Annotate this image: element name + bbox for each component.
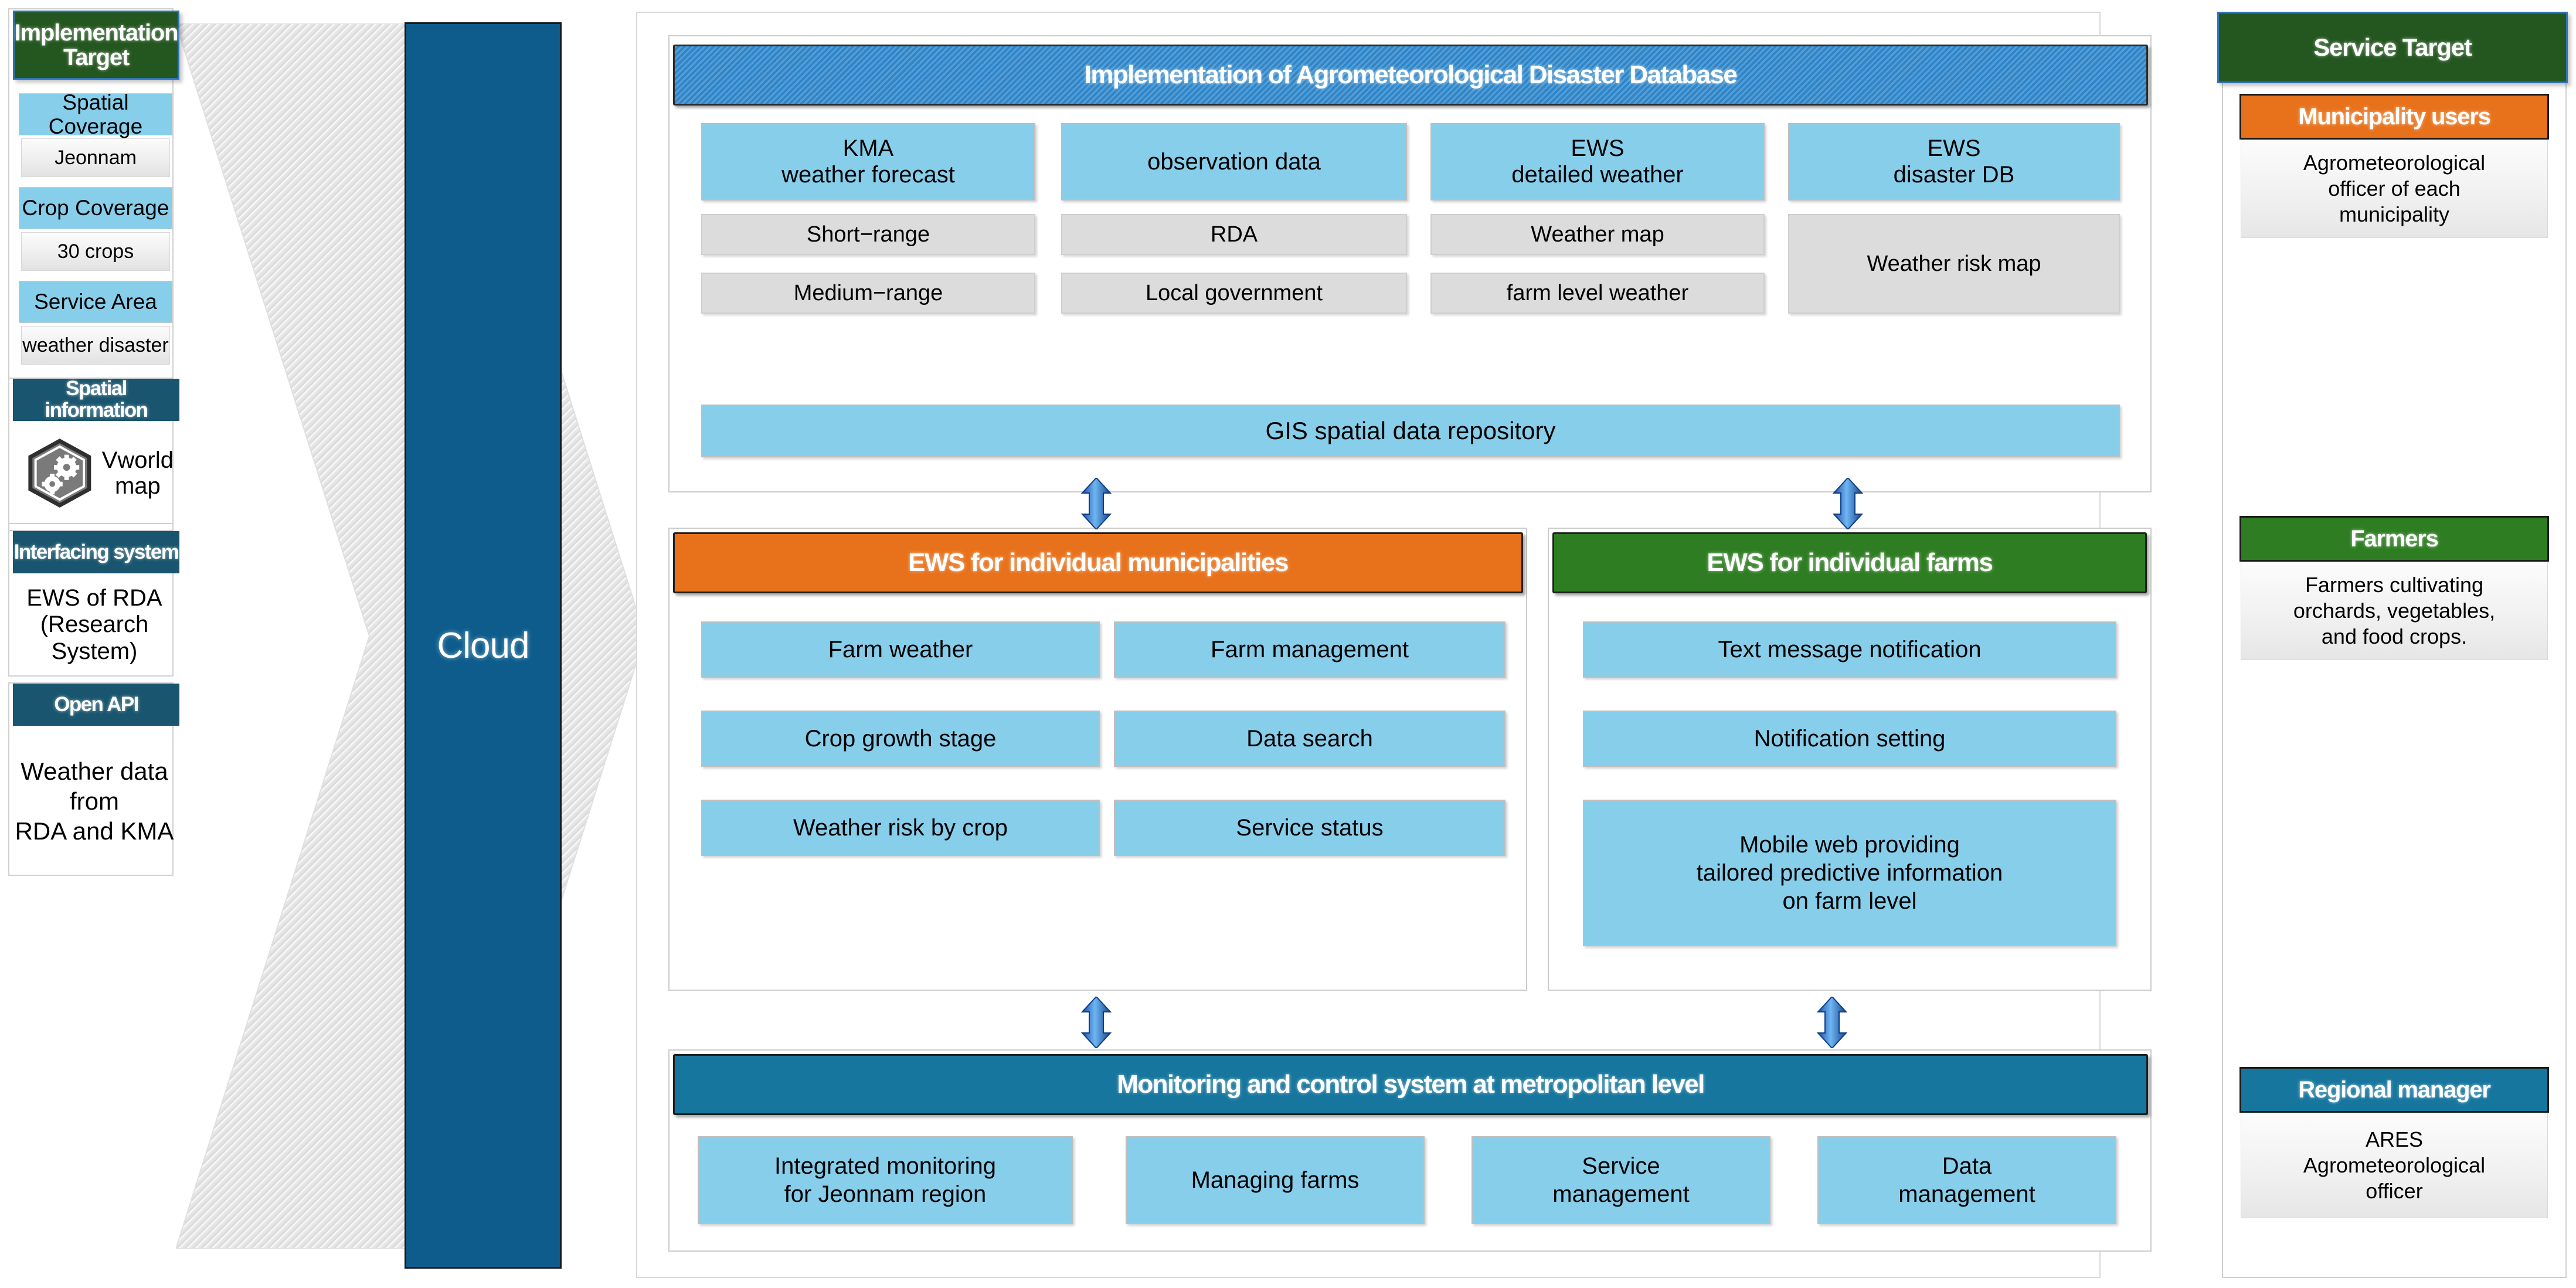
farmers-desc: Farmers cultivating orchards, vegetables… [2293,573,2496,648]
service-target-title: Service Target [2313,33,2472,61]
service-area-value: weather disaster [21,326,170,365]
db-item-medium-range: Medium−range [701,273,1035,314]
double-arrow-icon-db-to-farms [1832,478,1864,529]
farmers-label: Farmers [2350,526,2439,552]
vworld-map-label: Vworld map [101,447,174,499]
farm-item-text-message-notification: Text message notification [1583,621,2116,678]
muni-item-service-status: Service status [1114,800,1506,856]
mon-item-integrated-monitoring: Integrated monitoring for Jeonnam region [698,1136,1073,1224]
db-head-observation-label: observation data [1147,148,1321,175]
spatial-information-title: Spatial information [45,377,148,422]
farm-item-notification-setting: Notification setting [1583,711,2116,767]
open-api-title: Open API [54,692,139,716]
db-item-rda: RDA [1061,214,1407,255]
crop-coverage-value: 30 crops [21,232,170,271]
double-arrow-icon-db-to-municipalities [1080,478,1112,529]
muni-item-data-search: Data search [1114,711,1506,767]
interfacing-system-title: Interfacing system [13,540,179,563]
service-target-group-municipality-users-body: Agrometeorological officer of each munic… [2241,140,2548,238]
double-arrow-icon-municipalities-to-monitoring [1080,997,1112,1048]
left-column: Implementation Target Spatial Coverage J… [8,8,179,1280]
interfacing-system-value: EWS of RDA (Research System) [26,584,162,664]
muni-item-weather-risk-by-crop: Weather risk by crop [701,800,1100,856]
muni-item-crop-growth-stage: Crop growth stage [701,711,1100,767]
db-item-short-range: Short−range [701,214,1035,255]
mon-item-service-management-label: Service management [1552,1153,1690,1207]
crop-coverage-label: Crop Coverage [19,187,172,229]
mon-item-managing-farms-label: Managing farms [1191,1167,1360,1193]
mon-item-integrated-monitoring-label: Integrated monitoring for Jeonnam region [774,1153,996,1207]
db-item-weather-map: Weather map [1430,214,1765,255]
service-target-group-farmers-header: Farmers [2239,516,2549,562]
database-panel-title: Implementation of Agrometeorological Dis… [1084,60,1738,89]
implementation-target-header: Implementation Target [13,11,179,80]
db-head-ews-disaster-db: EWS disaster DB [1788,123,2120,200]
database-panel-header: Implementation of Agrometeorological Dis… [673,45,2148,106]
db-head-observation: observation data [1061,123,1407,200]
farms-panel-title: EWS for individual farms [1707,548,1993,577]
db-head-ews-disaster-db-label: EWS disaster DB [1893,135,2015,188]
muni-item-farm-weather: Farm weather [701,621,1100,678]
db-head-ews-detailed-weather: EWS detailed weather [1430,123,1765,200]
mon-item-data-management: Data management [1817,1136,2116,1224]
mon-item-service-management: Service management [1471,1136,1770,1224]
db-item-farm-level-weather: farm level weather [1430,273,1765,314]
service-target-group-regional-manager-body: ARES Agrometeorological officer [2241,1113,2548,1218]
farm-item-mobile-web: Mobile web providing tailored predictive… [1583,800,2116,946]
open-api-value: Weather data from RDA and KMA [15,757,174,845]
mon-item-managing-farms: Managing farms [1126,1136,1425,1224]
db-head-ews-detailed-weather-label: EWS detailed weather [1511,135,1684,188]
municipality-users-desc: Agrometeorological officer of each munic… [2303,151,2486,226]
service-target-group-municipality-users-header: Municipality users [2239,94,2549,140]
service-target-header: Service Target [2217,12,2568,83]
monitoring-panel-title: Monitoring and control system at metropo… [1117,1069,1705,1099]
spatial-coverage-label: Spatial Coverage [19,90,172,138]
gis-repository-bar: GIS spatial data repository [701,405,2120,457]
monitoring-panel-header: Monitoring and control system at metropo… [673,1054,2148,1115]
db-item-weather-risk-map: Weather risk map [1788,214,2120,314]
service-target-group-farmers-body: Farmers cultivating orchards, vegetables… [2241,562,2548,660]
farm-item-mobile-web-label: Mobile web providing tailored predictive… [1696,832,2003,914]
service-area-label: Service Area [19,281,172,323]
implementation-target-title: Implementation Target [14,20,179,70]
open-api-header: Open API [13,684,179,726]
regional-manager-desc: ARES Agrometeorological officer [2303,1127,2486,1203]
db-item-local-government: Local government [1061,273,1407,314]
regional-manager-label: Regional manager [2298,1077,2491,1103]
db-head-kma-label: KMA weather forecast [781,135,955,188]
muni-item-farm-management: Farm management [1114,621,1506,678]
hexagon-gears-icon [28,438,91,508]
farms-panel-header: EWS for individual farms [1552,532,2147,593]
interfacing-system-header: Interfacing system [13,531,179,573]
spatial-coverage-value: Jeonnam [21,138,170,177]
vworld-row: Vworld map [20,424,174,521]
double-arrow-icon-farms-to-monitoring [1816,997,1848,1048]
municipalities-panel-header: EWS for individual municipalities [673,532,1523,593]
municipalities-panel-title: EWS for individual municipalities [908,548,1289,577]
cloud-block: Cloud [405,22,562,1269]
mon-item-data-management-label: Data management [1898,1153,2035,1207]
service-target-group-regional-manager-header: Regional manager [2239,1067,2549,1113]
db-head-kma: KMA weather forecast [701,123,1035,200]
municipality-users-label: Municipality users [2298,104,2491,130]
spatial-information-header: Spatial information [13,377,179,422]
cloud-label: Cloud [437,625,530,666]
